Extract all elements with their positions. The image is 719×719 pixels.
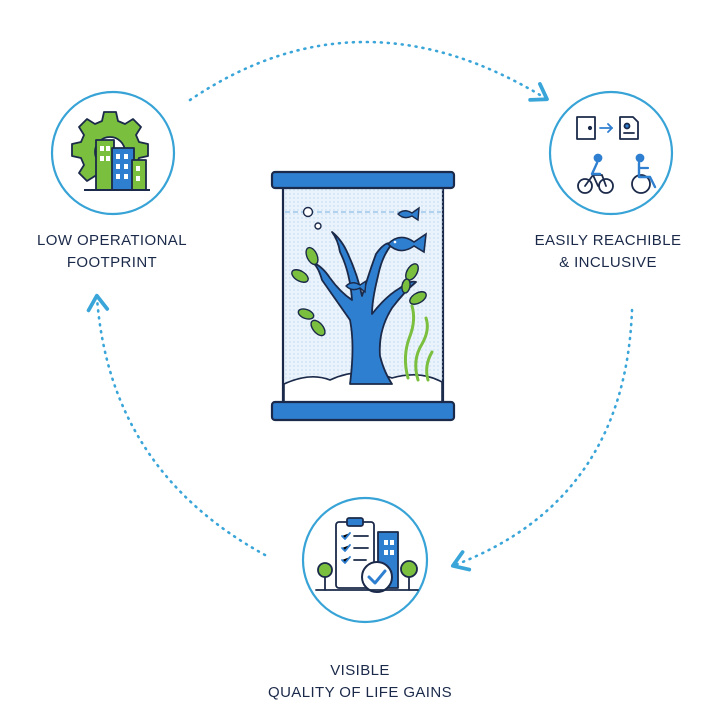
node-left-label: LOW OPERATIONAL FOOTPRINT — [12, 230, 212, 274]
cycle-arrows — [86, 40, 634, 572]
arrow-right-to-bottom — [450, 308, 634, 572]
node-bottom-label-line1: VISIBLE — [330, 662, 390, 679]
tank-top-cap — [270, 170, 456, 190]
arrow-bottom-to-left — [86, 293, 267, 557]
node-right — [548, 90, 674, 216]
node-right-circle — [548, 90, 674, 216]
fish-large — [386, 232, 427, 254]
fish-small-mid — [345, 279, 367, 294]
node-left — [50, 90, 176, 216]
gear-buildings-icon — [71, 111, 150, 191]
arrow-left-to-right — [188, 40, 549, 102]
node-right-label-line2: & INCLUSIVE — [559, 254, 657, 271]
node-right-label-line1: EASILY REACHIBLE — [534, 232, 682, 249]
seaweed — [403, 304, 434, 382]
fish-small-top — [397, 206, 420, 222]
node-bottom-label-line2: QUALITY OF LIFE GAINS — [268, 684, 452, 701]
node-left-label-line1: LOW OPERATIONAL — [37, 232, 187, 249]
checklist-city-icon — [315, 517, 419, 593]
bubbles — [302, 206, 322, 230]
coral-leaves — [291, 246, 427, 337]
aquarium-tank-icon — [270, 170, 456, 422]
accessibility-icon — [576, 116, 657, 194]
node-right-label: EASILY REACHIBLE & INCLUSIVE — [508, 230, 708, 274]
tank-base — [270, 400, 456, 422]
node-bottom-label: VISIBLE QUALITY OF LIFE GAINS — [230, 660, 490, 704]
node-bottom — [301, 496, 429, 624]
node-left-label-line2: FOOTPRINT — [66, 254, 158, 271]
